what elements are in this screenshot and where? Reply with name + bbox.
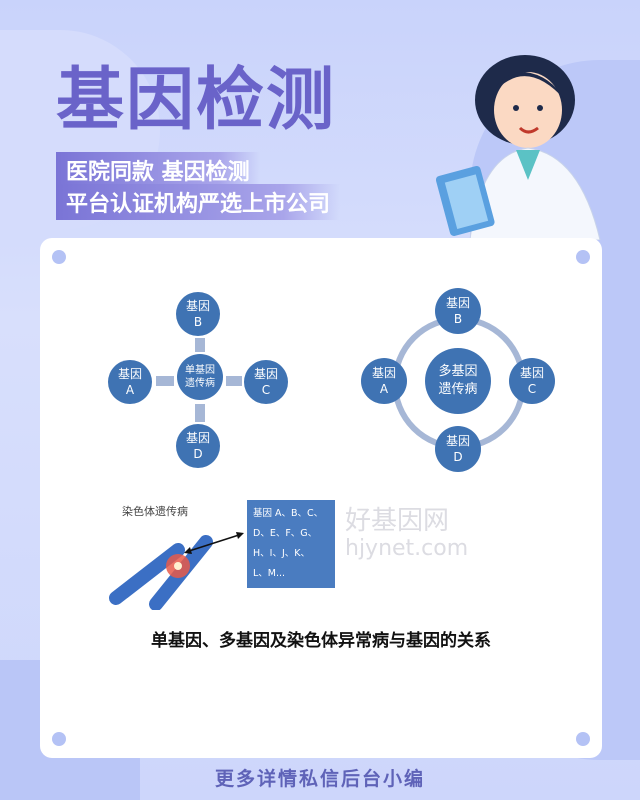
subtitle-line: 平台认证机构严选上市公司 — [56, 184, 341, 220]
gene-list-line: L、M... — [253, 568, 286, 579]
arrow-down — [195, 338, 205, 352]
gene-list-line: D、E、F、G、 — [253, 528, 318, 539]
center-node: 单基因遗传病 — [177, 354, 223, 400]
page-title: 基因检测 — [56, 61, 337, 140]
chromosome-label: 染色体遗传病 — [122, 505, 188, 518]
subtitle-line: 医院同款 基因检测 — [56, 152, 260, 188]
gene-list-line: H、I、J、K、 — [253, 548, 310, 559]
footer-text: 更多详情私信后台小编 — [214, 768, 425, 790]
double-arrow — [184, 532, 244, 554]
corner-dot — [576, 250, 590, 264]
corner-dot — [52, 250, 66, 264]
watermark: 好基因网 — [345, 506, 450, 536]
watermark: hjynet.com — [345, 536, 469, 561]
gene-list-box: 基因 A、B、C、 D、E、F、G、 H、I、J、K、 L、M... — [247, 500, 335, 588]
corner-dot — [52, 732, 66, 746]
arrow-right — [156, 376, 174, 386]
doctor-illustration — [435, 55, 601, 240]
center-node: 多基因遗传病 — [425, 348, 491, 414]
gene-list-line: 基因 A、B、C、 — [253, 508, 324, 519]
corner-dot — [576, 732, 590, 746]
diagram-caption: 单基因、多基因及染色体异常病与基因的关系 — [151, 631, 491, 651]
chromosome-image — [109, 535, 213, 610]
arrow-up — [195, 404, 205, 422]
arrow-left — [226, 376, 242, 386]
